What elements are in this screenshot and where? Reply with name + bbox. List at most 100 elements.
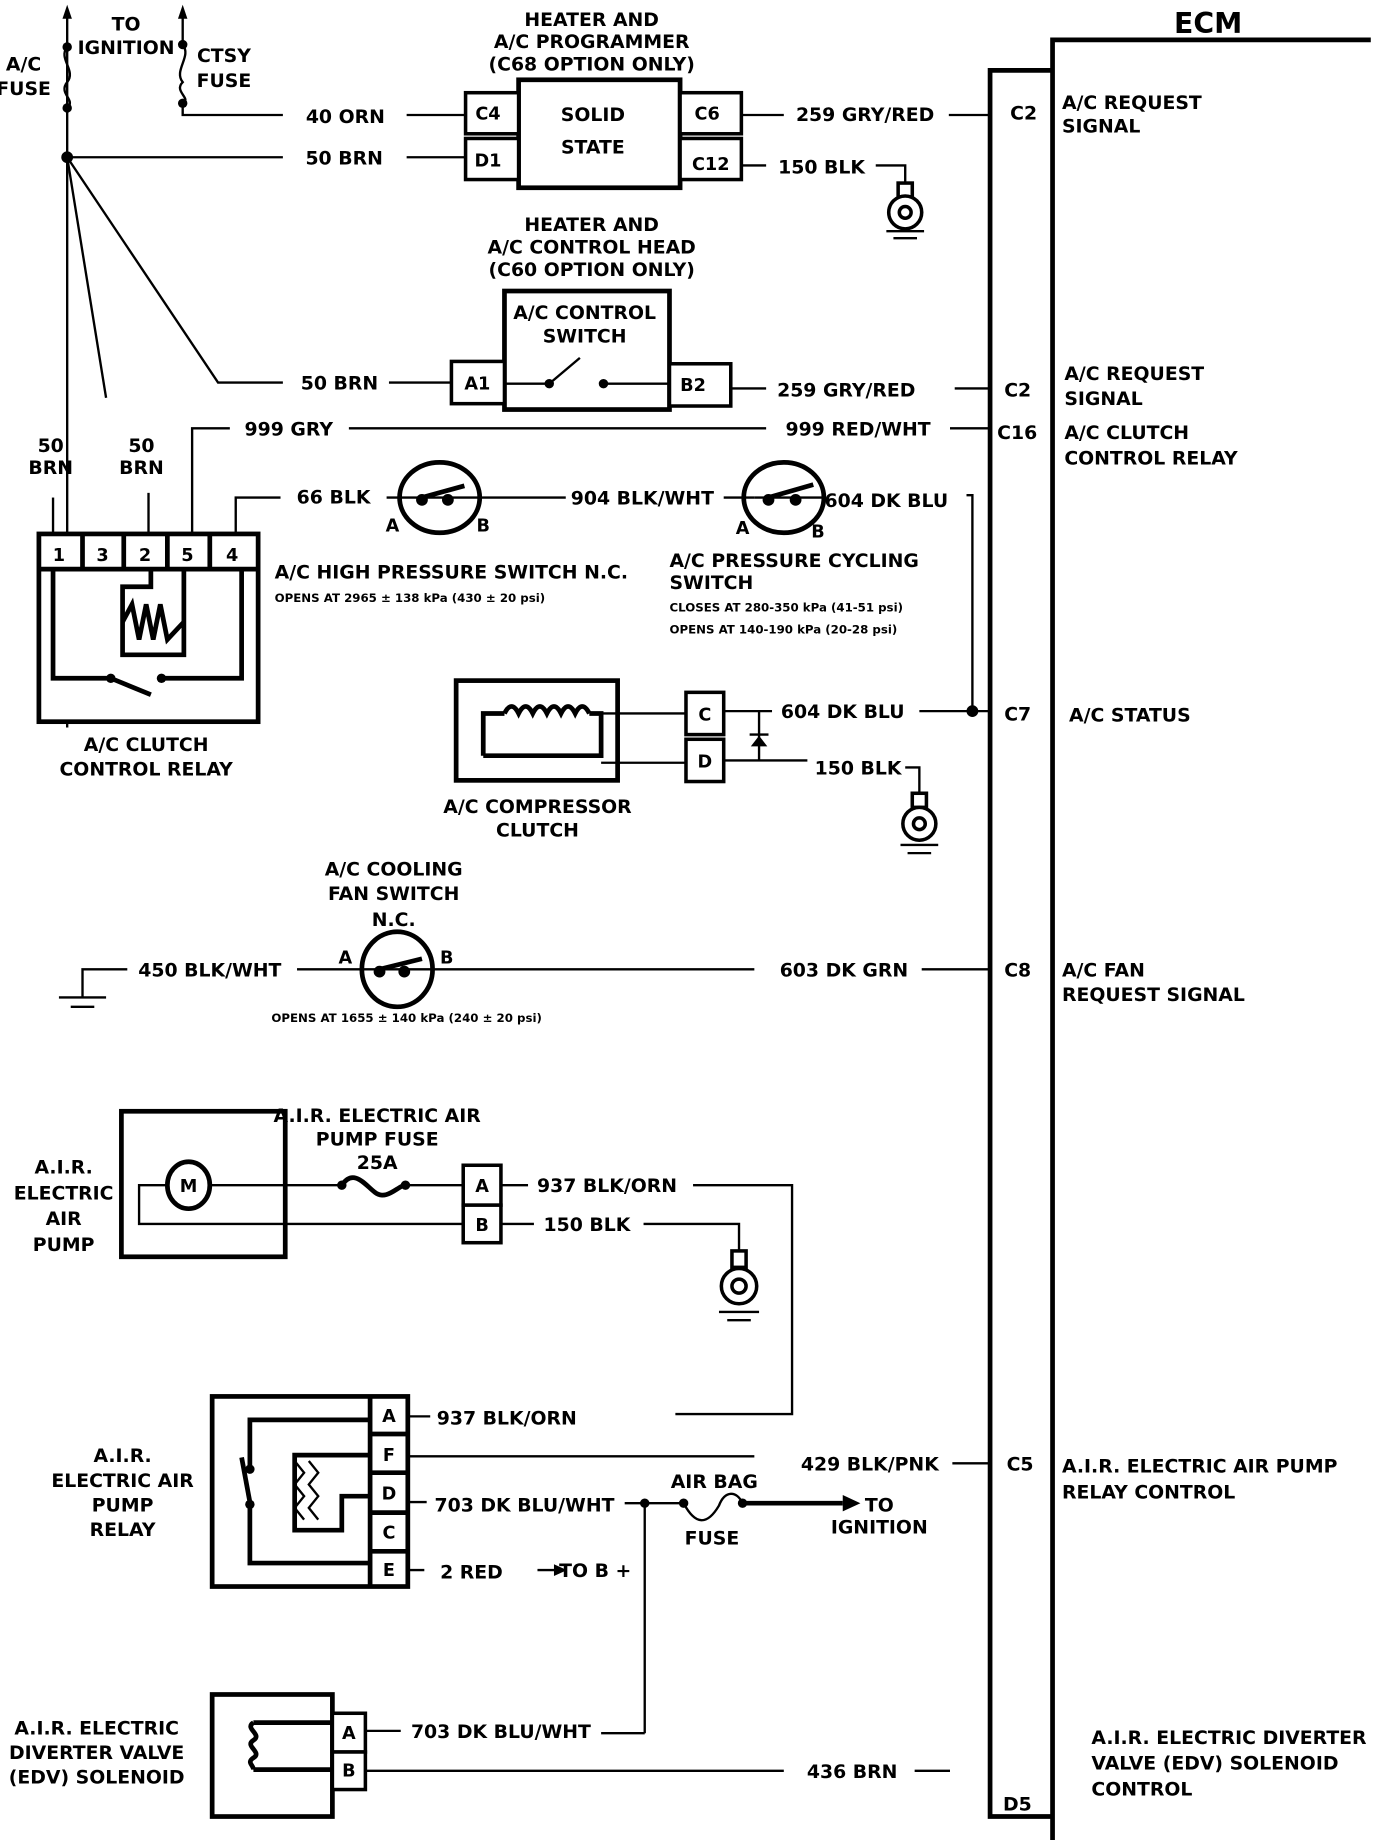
pin-box <box>684 690 726 737</box>
pin-a1: A1 <box>464 375 490 395</box>
contact-blade <box>421 483 466 500</box>
wire-label-150-blk: 150 BLK <box>815 759 903 780</box>
ecm-pin-c8: C8 <box>1004 960 1031 981</box>
ecm-desc-c16-line2: CONTROL RELAY <box>1064 449 1238 470</box>
wire-label-604-dk-blu: 604 DK BLU <box>781 702 905 723</box>
control-switch-line1: A/C CONTROL <box>513 303 656 324</box>
arrow-right-icon <box>842 1495 861 1512</box>
edv-title-line3: (EDV) SOLENOID <box>9 1768 185 1789</box>
relay-pin-5: 5 <box>181 546 193 566</box>
relay-pin-d: D <box>382 1485 397 1505</box>
ac-cooling-fan-switch: A/C COOLING FAN SWITCH N.C. 450 BLK/WHT … <box>58 859 991 1025</box>
ground-icon <box>718 1249 760 1322</box>
ac-clutch-control-relay: 50 BRN 50 BRN 999 GRY 999 RED/WHT 66 BLK… <box>28 419 991 781</box>
air-electric-diverter-valve-solenoid: A.I.R. ELECTRIC DIVERTER VALVE (EDV) SOL… <box>9 1692 951 1819</box>
control-head-title-line3: (C60 OPTION ONLY) <box>489 260 695 281</box>
programmer-body <box>516 77 683 191</box>
ecm-title: ECM <box>1174 7 1242 40</box>
ctsy-out-wire <box>181 103 283 117</box>
pump-relay-title-line2: ELECTRIC AIR <box>51 1471 194 1492</box>
wire-label-603-dk-grn: 603 DK GRN <box>780 960 908 981</box>
ac-fuse-label-line1: A/C <box>6 54 41 75</box>
pin-c4: C4 <box>475 105 500 125</box>
wire-label-50-brn: 50 BRN <box>301 374 378 395</box>
fuse-terminal-dot <box>62 103 72 113</box>
wire-label-259-gry-red: 259 GRY/RED <box>777 381 915 402</box>
air-pump-title-line1: A.I.R. <box>35 1158 93 1179</box>
pump-fuse-rating: 25A <box>357 1153 398 1174</box>
wire-label-703-dk-blu-wht: 703 DK BLU/WHT <box>435 1495 615 1516</box>
wire-label-150-blk: 150 BLK <box>778 158 866 179</box>
contact-dot <box>398 965 411 978</box>
pin-a: A <box>475 1177 489 1197</box>
wire <box>905 766 921 794</box>
terminal-b: B <box>477 517 490 537</box>
to-b-plus-label: TO B + <box>559 1561 631 1582</box>
ecm-pin-c5: C5 <box>1007 1454 1034 1475</box>
wire-label-2-red: 2 RED <box>440 1562 503 1583</box>
wire-label-450-blk-wht: 450 BLK/WHT <box>138 960 281 981</box>
wire-label-999-red-wht: 999 RED/WHT <box>785 419 930 440</box>
contact-dot <box>789 494 802 506</box>
airbag-fuse-icon <box>682 1492 744 1522</box>
ecm-desc-c8-line1: A/C FAN <box>1062 960 1145 981</box>
programmer-title-line1: HEATER AND <box>524 10 659 31</box>
ecm-desc-c5-line2: RELAY CONTROL <box>1062 1483 1235 1504</box>
contact-blade <box>378 956 423 972</box>
pin-box <box>678 136 744 182</box>
compressor-clutch-body <box>453 678 620 783</box>
ecm-connector-strip <box>987 68 1053 1819</box>
pin-box <box>667 362 733 408</box>
ecm-desc-d5-line2: VALVE (EDV) SOLENOID <box>1091 1754 1338 1775</box>
feed-label: 50 <box>128 436 154 457</box>
pressure-switch-icon <box>359 929 435 1010</box>
airbag-fuse-label-line1: AIR BAG <box>671 1472 758 1493</box>
wire-label-904-blk-wht: 904 BLK/WHT <box>571 489 714 510</box>
feed-label: 50 <box>38 436 64 457</box>
wire-label-40-orn: 40 ORN <box>306 107 385 128</box>
pump-fuse-label-line1: A.I.R. ELECTRIC AIR <box>274 1106 482 1127</box>
air-pump-title-line4: PUMP <box>33 1235 95 1256</box>
control-head-title-line2: A/C CONTROL HEAD <box>488 238 696 259</box>
pin-box <box>461 1203 503 1245</box>
wire-label-999-gry: 999 GRY <box>245 419 334 440</box>
fuse-terminal-dot <box>337 1180 347 1190</box>
to-ignition-line1: TO <box>865 1495 894 1516</box>
relay-pin-f: F <box>383 1446 395 1466</box>
pin-box <box>330 1711 368 1754</box>
wire <box>66 157 108 398</box>
terminal-a: A <box>386 517 400 537</box>
ctsy-fuse-label-line2: FUSE <box>197 71 252 92</box>
contact-blade <box>767 482 814 500</box>
ecm-pin-c16: C16 <box>997 423 1037 444</box>
feed-label: BRN <box>28 458 73 479</box>
pin-b: B <box>342 1762 355 1782</box>
diode-icon <box>749 711 769 761</box>
wire <box>643 1222 741 1251</box>
ecm-desc-c2-a-line1: A/C REQUEST <box>1062 93 1202 114</box>
wire <box>66 156 283 384</box>
arrow-right-icon <box>553 1564 567 1576</box>
ecm-pin-c7: C7 <box>1004 705 1031 726</box>
ground-icon <box>58 996 107 1009</box>
ecm-desc-c8-line2: REQUEST SIGNAL <box>1062 985 1245 1006</box>
fuse-terminal-dot <box>62 42 72 52</box>
pin-c6: C6 <box>695 105 720 125</box>
ecm-desc-d5-line3: CONTROL <box>1091 1779 1192 1800</box>
high-pressure-switch-spec: OPENS AT 2965 ± 138 kPa (430 ± 20 psi) <box>275 591 546 605</box>
air-pump-title-line2: ELECTRIC <box>14 1183 114 1204</box>
wire <box>675 1184 794 1416</box>
ctsy-fuse-icon <box>178 43 187 105</box>
compressor-clutch-title-line2: CLUTCH <box>496 821 579 842</box>
relay-pin-3: 3 <box>96 546 108 566</box>
fan-switch-title-line2: FAN SWITCH <box>328 884 459 905</box>
fan-switch-spec: OPENS AT 1655 ± 140 kPa (240 ± 20 psi) <box>271 1011 542 1025</box>
high-pressure-switch-title: A/C HIGH PRESSURE SWITCH N.C. <box>275 563 628 584</box>
pin-c12: C12 <box>692 155 730 175</box>
pump-relay-body <box>209 1394 411 1589</box>
air-electric-air-pump: A.I.R. ELECTRIC AIR PUMP M A.I.R. ELECTR… <box>14 1106 794 1416</box>
programmer-body-line2: STATE <box>561 138 625 159</box>
edv-title-line1: A.I.R. ELECTRIC <box>14 1718 179 1739</box>
ecm-desc-c2-a-line2: SIGNAL <box>1062 117 1140 138</box>
ecm-pin-c2-a: C2 <box>1010 104 1037 125</box>
